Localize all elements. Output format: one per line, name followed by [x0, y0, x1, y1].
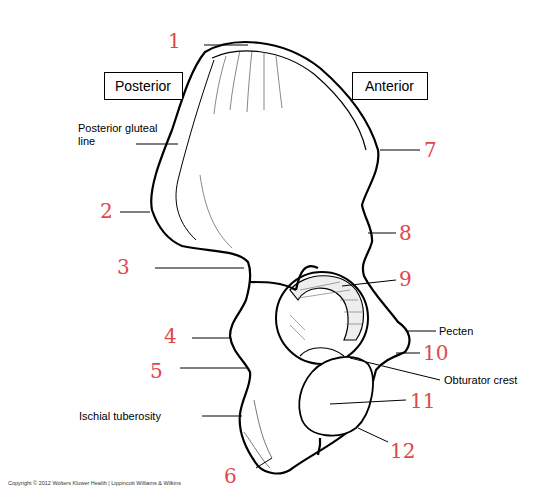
part-label: Pecten	[439, 325, 473, 338]
callout-number: 11	[410, 390, 435, 413]
callout-number: 8	[399, 222, 412, 245]
copyright-note: Copyright © 2012 Wolters Kluwer Health |…	[8, 480, 181, 486]
leader-lines	[120, 45, 440, 468]
callout-number: 7	[424, 139, 437, 162]
callout-number: 10	[423, 342, 448, 365]
callout-number: 2	[100, 200, 113, 223]
direction-box: Posterior	[104, 72, 183, 100]
callout-number: 5	[150, 360, 163, 383]
surface-hatching	[200, 50, 282, 248]
acetabulum-hatching	[290, 282, 362, 340]
acetabulum-rim	[276, 272, 368, 364]
callout-number: 12	[390, 440, 415, 463]
callout-number: 6	[224, 465, 237, 488]
callout-number: 9	[399, 268, 412, 291]
obturator-foramen	[299, 357, 373, 436]
ischium-detail	[244, 400, 272, 468]
part-label: Ischial tuberosity	[79, 410, 161, 423]
lunate-surface	[290, 276, 364, 340]
part-label: Obturator crest	[444, 374, 517, 387]
callout-number: 4	[164, 325, 177, 348]
part-label: Posterior gluteal line	[78, 122, 158, 147]
callout-number: 3	[117, 256, 130, 279]
direction-box: Anterior	[352, 72, 428, 100]
bone-outline	[151, 42, 409, 473]
iliac-crest-lip	[212, 51, 366, 150]
direction-label: Anterior	[365, 78, 439, 94]
direction-label: Posterior	[115, 78, 192, 94]
acetabular-notch	[300, 348, 344, 356]
callout-number: 1	[168, 30, 181, 53]
